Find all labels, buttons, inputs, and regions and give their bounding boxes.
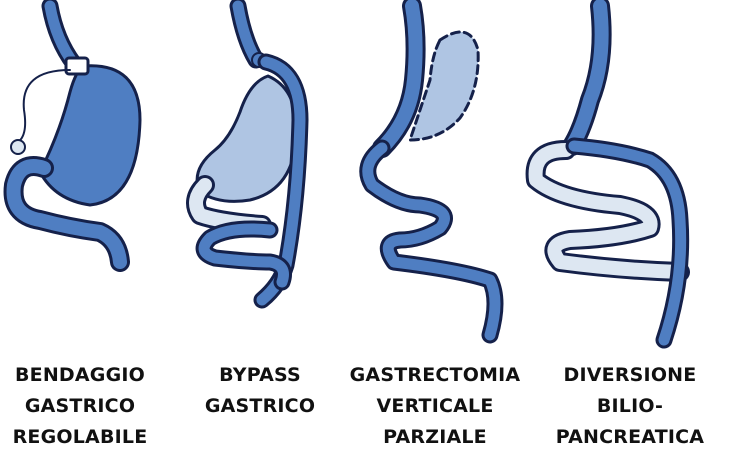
caption-biliopancreatic-diversion: DIVERSIONE BILIO- PANCREATICA xyxy=(545,360,715,453)
caption-line: REGOLABILE xyxy=(12,426,148,448)
gastric-bypass-illustration xyxy=(186,0,309,309)
stomach-body xyxy=(38,64,142,207)
caption-line: PARZIALE xyxy=(383,426,487,448)
caption-line: BYPASS xyxy=(219,364,301,386)
access-port xyxy=(10,139,26,155)
caption-gastric-band: BENDAGGIO GASTRICO REGOLABILE xyxy=(0,360,160,453)
band-tubing xyxy=(17,69,71,143)
caption-sleeve-gastrectomy: GASTRECTOMIA VERTICALE PARZIALE xyxy=(340,360,530,453)
caption-line: GASTRECTOMIA xyxy=(349,364,521,386)
caption-line: GASTRICO xyxy=(204,395,316,417)
removed-stomach-portion xyxy=(408,30,480,142)
caption-line: VERTICALE xyxy=(376,395,494,417)
caption-line: PANCREATICA xyxy=(555,426,705,448)
caption-line: DIVERSIONE xyxy=(563,364,697,386)
caption-line: BENDAGGIO xyxy=(14,364,146,386)
biliopancreatic-diversion-illustration xyxy=(525,0,690,349)
procedures-illustration xyxy=(3,0,690,349)
gastric-band-illustration xyxy=(3,0,142,272)
sleeve-gastrectomy-illustration xyxy=(359,0,504,344)
caption-line: BILIO- xyxy=(596,395,664,417)
caption-gastric-bypass: BYPASS GASTRICO xyxy=(190,360,330,422)
adjustable-band xyxy=(64,56,90,76)
caption-line: GASTRICO xyxy=(24,395,136,417)
